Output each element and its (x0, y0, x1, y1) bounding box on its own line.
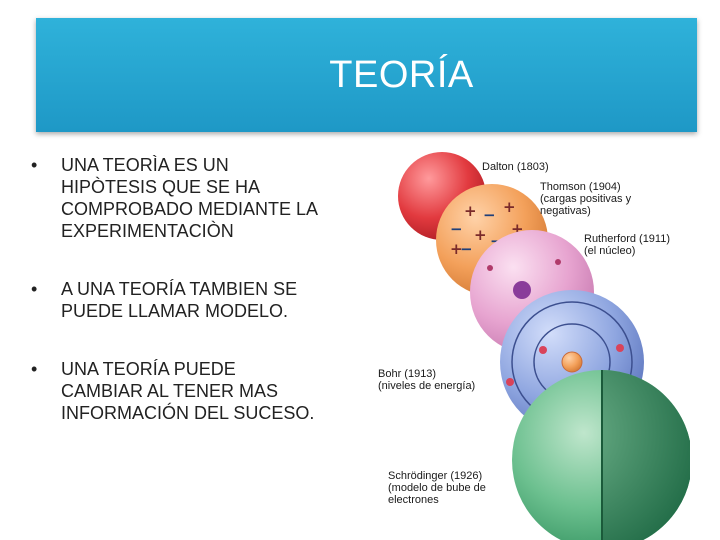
bohr-label: Bohr (1913) (niveles de energía) (378, 368, 480, 392)
slide-title: TEORÍA (329, 53, 474, 96)
electron (539, 346, 547, 354)
charge-sign: − (450, 220, 463, 238)
atomic-models-illustration: + − + − + − + − + (398, 152, 690, 540)
electron (555, 259, 561, 265)
bullet-item: • UNA TEORÍA PUEDE CAMBIAR AL TENER MAS … (28, 358, 358, 424)
rutherford-label: Rutherford (1911) (el núcleo) (584, 233, 671, 257)
electron (506, 378, 514, 386)
atomic-models-figure: + − + − + − + − + (370, 150, 690, 540)
charge-sign: + (464, 202, 477, 220)
title-banner: TEORÍA (36, 18, 697, 132)
charge-sign: + (474, 226, 487, 244)
electron (487, 265, 493, 271)
bullet-text: UNA TEORÌA ES UN HIPÒTESIS QUE SE HA COM… (61, 155, 319, 241)
charge-sign: − (483, 206, 496, 224)
bullet-item: • UNA TEORÌA ES UN HIPÒTESIS QUE SE HA C… (28, 154, 358, 242)
electron (616, 344, 624, 352)
bullet-text: UNA TEORÍA PUEDE CAMBIAR AL TENER MAS IN… (61, 359, 315, 423)
schrodinger-cutaway (602, 370, 690, 540)
charge-sign: + (450, 240, 463, 258)
thomson-label: Thomson (1904) (cargas positivas y negat… (540, 181, 632, 217)
rutherford-nucleus (513, 281, 531, 299)
charge-sign: + (503, 198, 516, 216)
bohr-nucleus (561, 351, 583, 373)
bullet-dot: • (31, 279, 38, 299)
bullet-dot: • (31, 155, 38, 175)
bullet-item: • A UNA TEORÍA TAMBIEN SE PUEDE LLAMAR M… (28, 278, 358, 322)
dalton-label: Dalton (1803) (482, 161, 549, 173)
schrodinger-label: Schrödinger (1926) (modelo de bube de el… (388, 470, 490, 506)
bullet-list: • UNA TEORÌA ES UN HIPÒTESIS QUE SE HA C… (28, 154, 358, 460)
bullet-text: A UNA TEORÍA TAMBIEN SE PUEDE LLAMAR MOD… (61, 279, 298, 321)
bullet-dot: • (31, 359, 38, 379)
charge-sign: − (460, 240, 473, 258)
